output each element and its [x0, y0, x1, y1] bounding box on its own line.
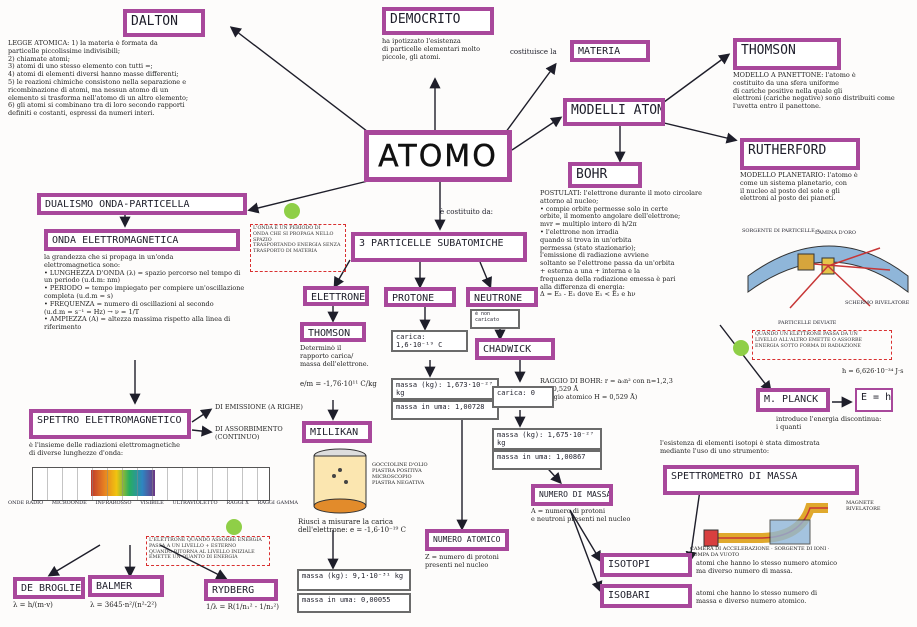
- band-label: VISIBILE: [140, 500, 164, 506]
- numero-atomico-text: Z = numero di protoni presenti nel nucle…: [425, 554, 499, 569]
- dalton-box: DALTON: [123, 9, 205, 37]
- spettro-emissione: DI EMISSIONE (A RIGHE): [215, 404, 303, 411]
- green-dot-marker: [284, 203, 300, 219]
- protone-charge-box: carica: 1,6·10⁻¹⁹ C: [391, 330, 468, 352]
- rydberg-box: RYDBERG: [204, 579, 278, 601]
- apparatus-label: PIASTRA NEGATIVA: [372, 480, 425, 486]
- apparatus-label: GOCCIOLINE D'OLIO: [372, 462, 428, 468]
- materia-box: MATERIA: [570, 40, 650, 62]
- band-label: RAGGI X: [226, 500, 249, 506]
- central-title-atomo: ATOMO: [364, 130, 512, 182]
- thomson-model-text: MODELLO A PANETTONE: l'atomo è costituit…: [733, 72, 895, 111]
- planck-constant: h = 6,626·10⁻³⁴ J·s: [842, 368, 904, 375]
- chadwick-box: CHADWICK: [475, 338, 555, 360]
- neutrone-box: NEUTRONE: [466, 287, 538, 307]
- planck-text: introduce l'energia discontinua: i quant…: [776, 416, 882, 431]
- gold-foil-label-source: SORGENTE DI PARTICELLE α: [742, 228, 820, 234]
- charge-mass-ratio: e/m = -1,76·10¹¹ C/kg: [300, 380, 377, 388]
- onda-red-note: L'ONDA È UN PERIODO DI ONDA CHE SI PROPA…: [250, 224, 346, 272]
- democrito-box: DEMOCRITO: [382, 7, 494, 35]
- onda-text: la grandezza che si propaga in un'onda e…: [44, 254, 245, 332]
- elettrone-mass-box: massa (kg): 9,1·10⁻³¹ kg: [297, 569, 411, 591]
- rutherford-box: RUTHERFORD: [740, 138, 860, 170]
- millikan-apparatus-drawing: [313, 448, 367, 514]
- band-label: MICROONDE: [51, 500, 87, 506]
- rydberg-formula: 1/λ = R(1/n₁² - 1/n₂²): [206, 603, 279, 611]
- dalton-law-text: LEGGE ATOMICA: 1) la materia è formata d…: [8, 40, 189, 118]
- spectrum-band-labels: ONDE RADIO MICROONDE INFRAROSSO VISIBILE…: [8, 500, 298, 540]
- spettro-box: SPETTRO ELETTROMAGNETICO: [29, 409, 191, 439]
- part-label: CAMERA DI ACCELERAZIONE: [690, 546, 770, 552]
- green-dot-marker: [226, 519, 242, 535]
- neutrone-charge-box: carica: 0: [492, 386, 554, 408]
- rutherford-text: MODELLO PLANETARIO: l'atomo è come un si…: [740, 172, 858, 203]
- spettrometro-intro: l'esistenza di elementi isotopi è stata …: [660, 440, 820, 455]
- isobari-box: ISOBARI: [600, 584, 692, 608]
- neutrone-mass-uma-box: massa in uma: 1,00867: [492, 450, 602, 470]
- thomson-model-box: THOMSON: [733, 38, 841, 70]
- isotopi-text: atomi che hanno lo stesso numero atomico…: [696, 560, 838, 575]
- spettrometro-box: SPETTROMETRO DI MASSA: [663, 465, 859, 495]
- thomson-discoverer-box: THOMSON: [300, 322, 366, 342]
- spettro-assorbimento: DI ASSORBIMENTO (CONTINUO): [215, 426, 283, 441]
- constituted-by-label: è costituito da:: [440, 208, 493, 216]
- green-dot-marker: [733, 340, 749, 356]
- neutrone-note: è non caricato: [470, 309, 520, 329]
- protone-box: PROTONE: [384, 287, 456, 307]
- balmer-formula: λ = 3645·n²/(n²-2²): [90, 601, 157, 609]
- balmer-box: BALMER: [88, 575, 164, 597]
- millikan-box: MILLIKAN: [302, 421, 372, 443]
- elettrone-mass-uma-box: massa in uma: 0,00055: [297, 593, 411, 613]
- part-label: SORGENTE DI IONI: [774, 546, 827, 552]
- spettro-red-note: L'ELETTRONE QUANDO ASSORBE ENERGIA PASSA…: [146, 536, 270, 566]
- spettro-text: è l'insieme delle radiazioni elettromagn…: [29, 442, 180, 457]
- de-broglie-box: DE BROGLIE: [13, 577, 85, 599]
- planck-box: M. PLANCK: [756, 388, 830, 412]
- spectrometer-labels-right: MAGNETE RIVELATORE: [846, 500, 914, 530]
- mass-spectrometer-drawing: [703, 503, 828, 547]
- protone-mass-uma-box: massa in uma: 1,00728: [391, 400, 499, 420]
- dualismo-box: DUALISMO ONDA-PARTICELLA: [37, 193, 247, 215]
- band-label: RAGGI GAMMA: [257, 500, 298, 506]
- bohr-box: BOHR: [568, 162, 642, 188]
- onda-box: ONDA ELETTROMAGNETICA: [44, 229, 240, 251]
- band-label: ULTRAVIOLETTO: [172, 500, 218, 506]
- gold-foil-label-deviated: PARTICELLE DEVIATE: [778, 320, 837, 326]
- numero-massa-box: NUMERO DI MASSA: [531, 484, 613, 506]
- isobari-text: atomi che hanno lo stesso numero di mass…: [696, 590, 818, 605]
- bohr-postulates-text: POSTULATI: l'elettrone durante il moto c…: [540, 190, 702, 299]
- part-label: MAGNETE: [846, 500, 874, 506]
- de-broglie-formula: λ = h/(m·v): [13, 601, 53, 609]
- gold-foil-label-foil: LAMINA D'ORO: [815, 230, 856, 236]
- thomson-discoverer-note: Determinò il rapporto carica/ massa dell…: [300, 345, 369, 368]
- planck-formula: E = hν: [855, 388, 893, 412]
- apparatus-label: MICROSCOPIO: [372, 474, 412, 480]
- apparatus-label: PIASTRA POSITIVA: [372, 468, 422, 474]
- protone-mass-box: massa (kg): 1,673·10⁻²⁷ kg: [391, 378, 499, 400]
- numero-atomico-box: NUMERO ATOMICO: [425, 529, 509, 551]
- neutrone-mass-box: massa (kg): 1,675·10⁻²⁷ kg: [492, 428, 602, 450]
- part-label: POMPA DA VUOTO: [690, 552, 740, 558]
- elettrone-box: ELETTRONE: [303, 286, 369, 306]
- numero-massa-text: A = numero di protoni e neutroni present…: [531, 508, 631, 523]
- millikan-note: Riuscì a misurare la carica dell'elettro…: [298, 518, 406, 535]
- bohr-radius-text: RAGGIO DI BOHR: r = a₀n² con n=1,2,3 r =…: [540, 378, 673, 401]
- millikan-apparatus-labels: GOCCIOLINE D'OLIO PIASTRA POSITIVA MICRO…: [372, 462, 434, 514]
- electromagnetic-spectrum-bar: [32, 467, 270, 501]
- particelle-box: 3 PARTICELLE SUBATOMICHE: [351, 232, 527, 262]
- band-label: ONDE RADIO: [8, 500, 44, 506]
- band-label: INFRAROSSO: [95, 500, 132, 506]
- spectrometer-labels-bottom: CAMERA DI ACCELERAZIONE · SORGENTE DI IO…: [690, 546, 830, 558]
- modelli-atomici-box: MODELLI ATOMICI: [563, 98, 665, 126]
- gold-foil-experiment-drawing: [747, 245, 909, 309]
- bohr-red-note: QUANDO UN ELETTRONE PASSA DA UN LIVELLO …: [752, 330, 892, 360]
- constitutes-label: costituisce la: [510, 48, 557, 56]
- isotopi-box: ISOTOPI: [600, 553, 692, 577]
- part-label: RIVELATORE: [846, 506, 881, 512]
- democrito-text: ha ipotizzato l'esistenza di particelle …: [382, 38, 481, 61]
- gold-foil-label-screen: SCHERMO RIVELATORE: [845, 300, 910, 306]
